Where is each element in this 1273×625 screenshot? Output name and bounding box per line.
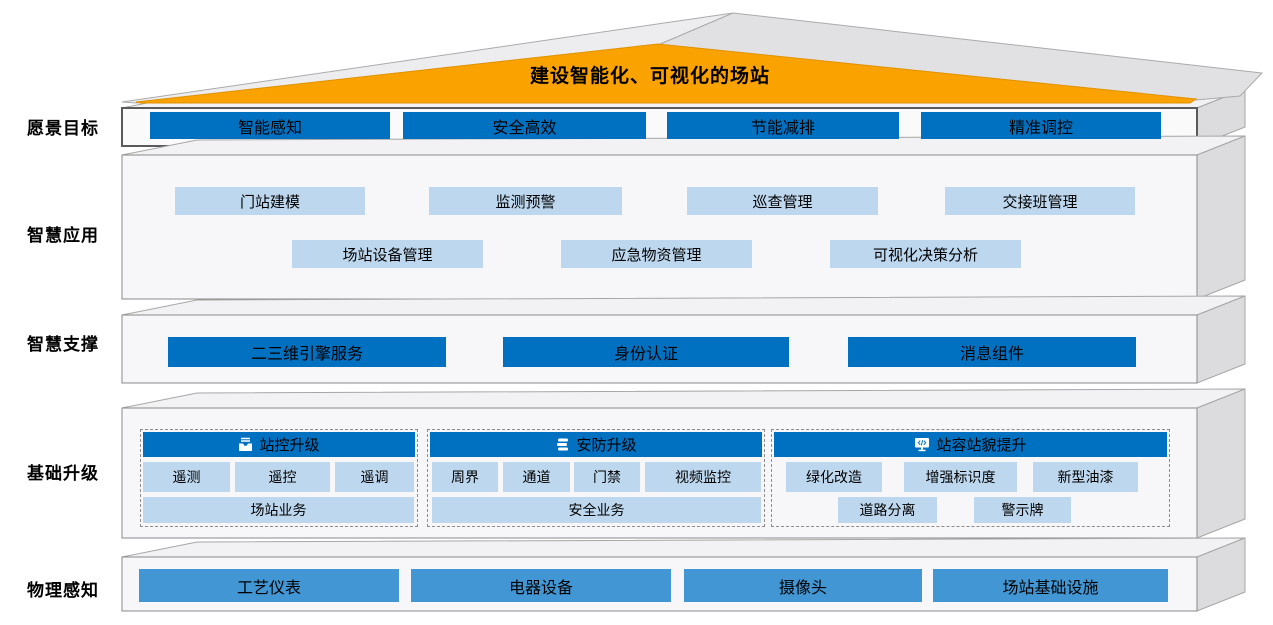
upgrade-box-remote-adjust: 遥调 — [335, 462, 414, 492]
physical-box-infrastructure: 场站基础设施 — [933, 569, 1168, 602]
app-box-visual-decision: 可视化决策分析 — [830, 240, 1021, 268]
upgrade-box-remote-control: 遥控 — [235, 462, 330, 492]
layer-label-upgrade: 基础升级 — [27, 463, 99, 483]
layer-label-vision: 愿景目标 — [27, 118, 99, 138]
group-header-security: 安防升级 — [430, 432, 762, 457]
upgrade-box-signage: 增强标识度 — [904, 462, 1017, 492]
physical-box-electrical: 电器设备 — [411, 569, 671, 602]
layers-stack-icon — [555, 437, 570, 452]
group-title: 站容站貌提升 — [936, 437, 1027, 454]
physical-box-camera: 摄像头 — [684, 569, 922, 602]
vision-box-1: 智能感知 — [150, 112, 390, 139]
group-title: 站控升级 — [259, 437, 320, 454]
vision-box-3: 节能减排 — [667, 112, 899, 139]
group-header-station-control: 站控升级 — [143, 432, 415, 457]
app-box-shift-mgmt: 交接班管理 — [945, 187, 1135, 215]
upgrade-box-road-separation: 道路分离 — [838, 497, 937, 523]
upgrade-box-telemetry: 遥测 — [143, 462, 230, 492]
upgrade-box-perimeter: 周界 — [432, 462, 498, 492]
upgrade-box-new-paint: 新型油漆 — [1033, 462, 1138, 492]
upgrade-box-greening: 绿化改造 — [786, 462, 882, 492]
upgrade-box-passage: 通道 — [503, 462, 570, 492]
layer-label-apps: 智慧应用 — [27, 225, 99, 245]
vision-box-2: 安全高效 — [403, 112, 646, 139]
group-appearance — [771, 429, 1170, 527]
upgrade-box-warning-sign: 警示牌 — [974, 497, 1071, 523]
support-box-message: 消息组件 — [848, 337, 1136, 367]
app-box-patrol-mgmt: 巡查管理 — [687, 187, 878, 215]
app-box-gate-modeling: 门站建模 — [175, 187, 365, 215]
inbox-upgrade-icon — [238, 437, 253, 452]
monitor-code-icon — [914, 437, 930, 452]
roof-orange-face — [135, 43, 1198, 104]
support-box-engine: 二三维引擎服务 — [168, 337, 446, 367]
roof-title: 建设智能化、可视化的场站 — [529, 65, 770, 87]
upgrade-box-safety-business: 安全业务 — [432, 497, 761, 523]
vision-box-4: 精准调控 — [921, 112, 1161, 139]
app-box-monitor-warning: 监测预警 — [429, 187, 622, 215]
upgrade-box-station-business: 场站业务 — [143, 497, 414, 523]
group-header-appearance: 站容站貌提升 — [774, 432, 1167, 457]
layer-label-physical: 物理感知 — [27, 580, 99, 600]
upgrade-box-access-control: 门禁 — [574, 462, 640, 492]
app-box-equipment-mgmt: 场站设备管理 — [292, 240, 483, 268]
support-box-identity: 身份认证 — [503, 337, 789, 367]
group-station-control — [140, 429, 418, 527]
physical-box-instruments: 工艺仪表 — [139, 569, 399, 602]
group-security — [427, 429, 765, 527]
app-box-emergency-supply: 应急物资管理 — [561, 240, 752, 268]
upgrade-box-video-monitor: 视频监控 — [645, 462, 761, 492]
group-title: 安防升级 — [576, 437, 637, 454]
layer-label-support: 智慧支撑 — [27, 334, 99, 354]
